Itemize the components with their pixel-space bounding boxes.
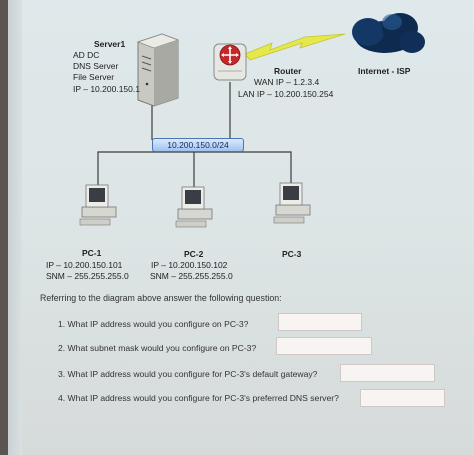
page-edge [8, 0, 22, 455]
network-segment-label: 10.200.150.0/24 [152, 138, 244, 152]
question-2: 2. What subnet mask would you configure … [58, 343, 257, 353]
answer-2-input[interactable] [276, 337, 372, 355]
pc3-name: PC-3 [282, 249, 302, 259]
pc1-icon [79, 184, 117, 226]
router-title: Router [274, 66, 302, 76]
pc1-subnet-mask: SNM – 255.255.255.0 [46, 271, 129, 281]
server-role-dns: DNS Server [73, 61, 119, 71]
cloud-icon [352, 13, 425, 53]
quiz-intro: Referring to the diagram above answer th… [40, 293, 282, 303]
answer-1-input[interactable] [278, 313, 362, 331]
server-ip: IP – 10.200.150.1 [73, 84, 140, 94]
server-role-ad: AD DC [73, 50, 100, 60]
question-3: 3. What IP address would you configure f… [58, 369, 318, 379]
internet-label: Internet - ISP [358, 66, 411, 76]
server-role-file: File Server [73, 72, 115, 82]
router-lan-ip: LAN IP – 10.200.150.254 [238, 89, 334, 99]
pc2-name: PC-2 [184, 249, 204, 259]
pc2-subnet-mask: SNM – 255.255.255.0 [150, 271, 233, 281]
pc3-icon [273, 182, 311, 224]
server-icon [136, 33, 180, 107]
question-4: 4. What IP address would you configure f… [58, 393, 339, 403]
question-1: 1. What IP address would you configure o… [58, 319, 249, 329]
answer-3-input[interactable] [340, 364, 435, 382]
answer-4-input[interactable] [360, 389, 445, 407]
pc1-name: PC-1 [82, 248, 102, 258]
router-icon [213, 43, 247, 81]
pc2-ip: IP – 10.200.150.102 [151, 260, 228, 270]
router-wan-ip: WAN IP – 1.2.3.4 [254, 77, 320, 87]
connection-lines [97, 82, 292, 187]
server-title: Server1 [94, 39, 126, 49]
pc2-icon [175, 186, 213, 228]
pc1-ip: IP – 10.200.150.101 [46, 260, 123, 270]
wan-lightning-icon [244, 33, 346, 61]
